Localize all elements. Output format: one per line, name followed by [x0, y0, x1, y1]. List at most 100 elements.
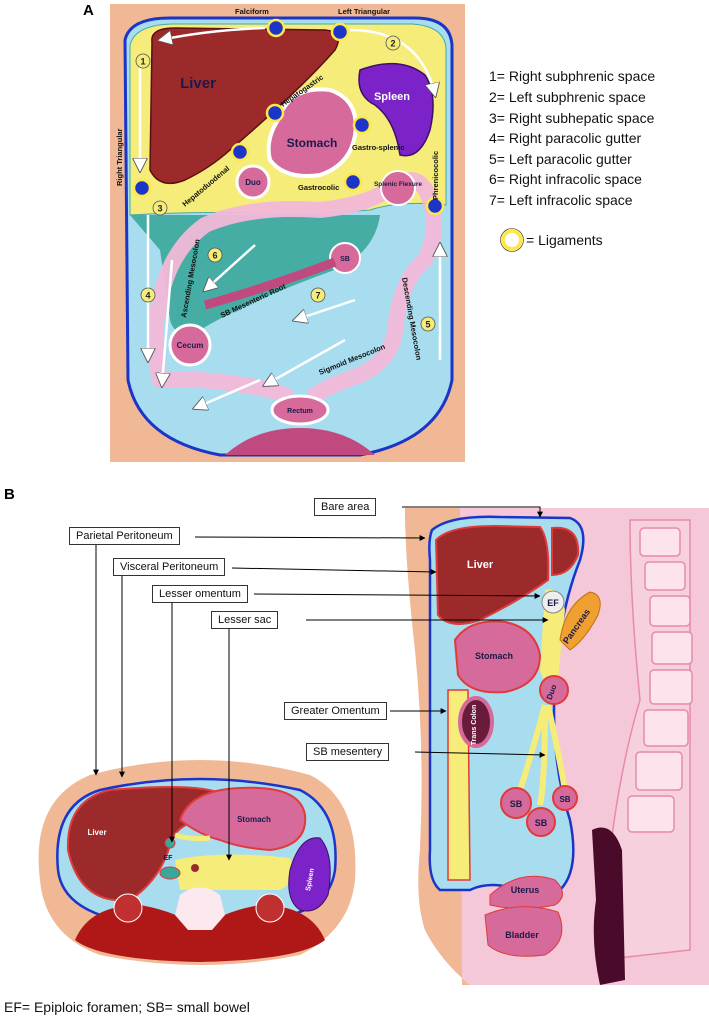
bare-area-callout: Bare area [314, 498, 377, 516]
sagittal-sb-1-label: SB [510, 799, 523, 809]
sagittal-trans-colon-label: Trans Colon [471, 705, 478, 745]
flow-arrows [140, 26, 440, 408]
footer-note: EF= Epiploic foramen; SB= small bowel [4, 999, 250, 1015]
space-numbers [135, 35, 436, 332]
falciform-ligament-marker [266, 18, 286, 38]
sagittal-duo [539, 675, 569, 705]
hepatoduodenal-ligament-marker [230, 142, 250, 162]
sagittal-uterus-label: Uterus [511, 885, 540, 895]
sagittal-sb-2-label: SB [535, 818, 548, 828]
ligament-legend-icon [501, 229, 523, 251]
axial-kidney-left [113, 893, 143, 923]
stomach-shape [266, 87, 358, 178]
sagittal-trans-colon [458, 696, 494, 748]
axial-spleen-label: Spleen [305, 868, 316, 892]
mesenteric-root [203, 257, 337, 310]
left-triangular-label: Left Triangular [338, 7, 390, 16]
panel-a-letter: A [83, 2, 94, 19]
duo-label-a: Duo [245, 178, 261, 187]
splenic-flexure-label: Splenic Flexure [374, 181, 422, 188]
space-number-2: 2 [390, 39, 395, 49]
panel-b-letter: B [4, 486, 15, 503]
legend-item-1: 1= Right subphrenic space [489, 68, 656, 84]
sagittal-bladder [484, 906, 563, 957]
legend-item-4: 4= Right paracolic gutter [489, 130, 642, 146]
space-number-7: 7 [315, 291, 320, 301]
parietal-peritoneum-callout: Parietal Peritoneum [69, 527, 180, 545]
axial-vessel-2 [191, 864, 199, 872]
falciform-label: Falciform [235, 7, 269, 16]
spleen-label-a: Spleen [374, 91, 410, 103]
phrenicocolic-label: Phrenicocolic [431, 151, 440, 200]
space-number-4: 4 [145, 291, 150, 301]
axial-kidney-right [255, 893, 285, 923]
lesser-sac-callout: Lesser sac [211, 611, 279, 629]
sagittal-sb-3-label: SB [559, 795, 570, 804]
phrenicocolic-ligament-marker [425, 196, 445, 216]
axial-ef-shape [164, 837, 176, 849]
sagittal-mesentery [517, 704, 568, 806]
sagittal-stomach-label: Stomach [475, 651, 513, 661]
sb-shape [329, 242, 361, 274]
sagittal-pancreas [559, 591, 601, 651]
greater-omentum-callout: Greater Omentum [284, 702, 387, 720]
liver-shape [149, 27, 340, 185]
sb-mesentery-callout: SB mesentery [306, 743, 390, 761]
ligament-legend-label: = Ligaments [526, 232, 603, 248]
sagittal-bladder-label: Bladder [505, 930, 539, 940]
rectum-shape [270, 394, 330, 426]
axial-vessel-1 [159, 866, 181, 880]
axial-stomach [178, 786, 307, 852]
sagittal-liver-label: Liver [467, 559, 494, 571]
sagittal-lesser-sac [540, 589, 565, 684]
sagittal-rectum [592, 827, 625, 985]
sagittal-ef-shape [541, 590, 565, 614]
sagittal-sb-3 [552, 785, 578, 811]
gastrocolic-label: Gastrocolic [298, 183, 339, 192]
space-number-1: 1 [140, 57, 145, 67]
splenic-flexure-text: Splenic Flexure [374, 181, 422, 188]
spleen-shape [358, 62, 434, 157]
axial-lesser-omentum [174, 832, 211, 842]
space-number-5: 5 [425, 320, 430, 330]
axial-stomach-label: Stomach [237, 815, 271, 824]
splenic-flexure-shape [380, 170, 416, 206]
legend-item-7: 7= Left infracolic space [489, 192, 633, 208]
space-number-6: 6 [212, 251, 217, 261]
sagittal-sb-2 [526, 807, 556, 837]
gastrosplenic-label: Gastro-splenic [352, 143, 405, 152]
legend-item-3: 3= Right subhepatic space [489, 110, 655, 126]
sagittal-liver-right [551, 526, 580, 577]
right-triangular-label: Right Triangular [115, 128, 124, 186]
sagittal-liver [434, 524, 550, 625]
stomach-label-a: Stomach [287, 136, 338, 150]
gastrocolic-ligament-marker [343, 172, 363, 192]
left-triangular-ligament-marker [330, 22, 350, 42]
axial-lesser-sac [175, 854, 294, 890]
space-number-3: 3 [157, 204, 162, 214]
sb-label-a: SB [340, 256, 350, 263]
axial-vertebra [175, 887, 225, 930]
right-triangular-ligament-marker [132, 178, 152, 198]
rectum-label: Rectum [287, 408, 313, 415]
liver-label-a: Liver [180, 75, 216, 92]
ligament-markers [132, 18, 445, 216]
axial-liver-label: Liver [87, 828, 106, 837]
sagittal-stomach [453, 620, 542, 694]
spine [599, 519, 693, 961]
sagittal-sb-1 [500, 787, 532, 819]
cecum-label: Cecum [177, 341, 204, 350]
axial-spleen [288, 837, 331, 912]
cecum-shape [168, 323, 212, 367]
sagittal-ef-label: EF [547, 598, 559, 608]
duodenum-shape [235, 164, 271, 200]
axial-ef-label: EF [164, 855, 174, 862]
callout-arrows [93, 506, 549, 861]
legend-item-5: 5= Left paracolic gutter [489, 151, 632, 167]
hepatogastric-ligament-marker [265, 103, 285, 123]
legend-item-6: 6= Right infracolic space [489, 171, 642, 187]
lesser-omentum-callout: Lesser omentum [152, 585, 248, 603]
pelvic-floor [225, 428, 375, 455]
gastrosplenic-ligament-marker [352, 115, 372, 135]
